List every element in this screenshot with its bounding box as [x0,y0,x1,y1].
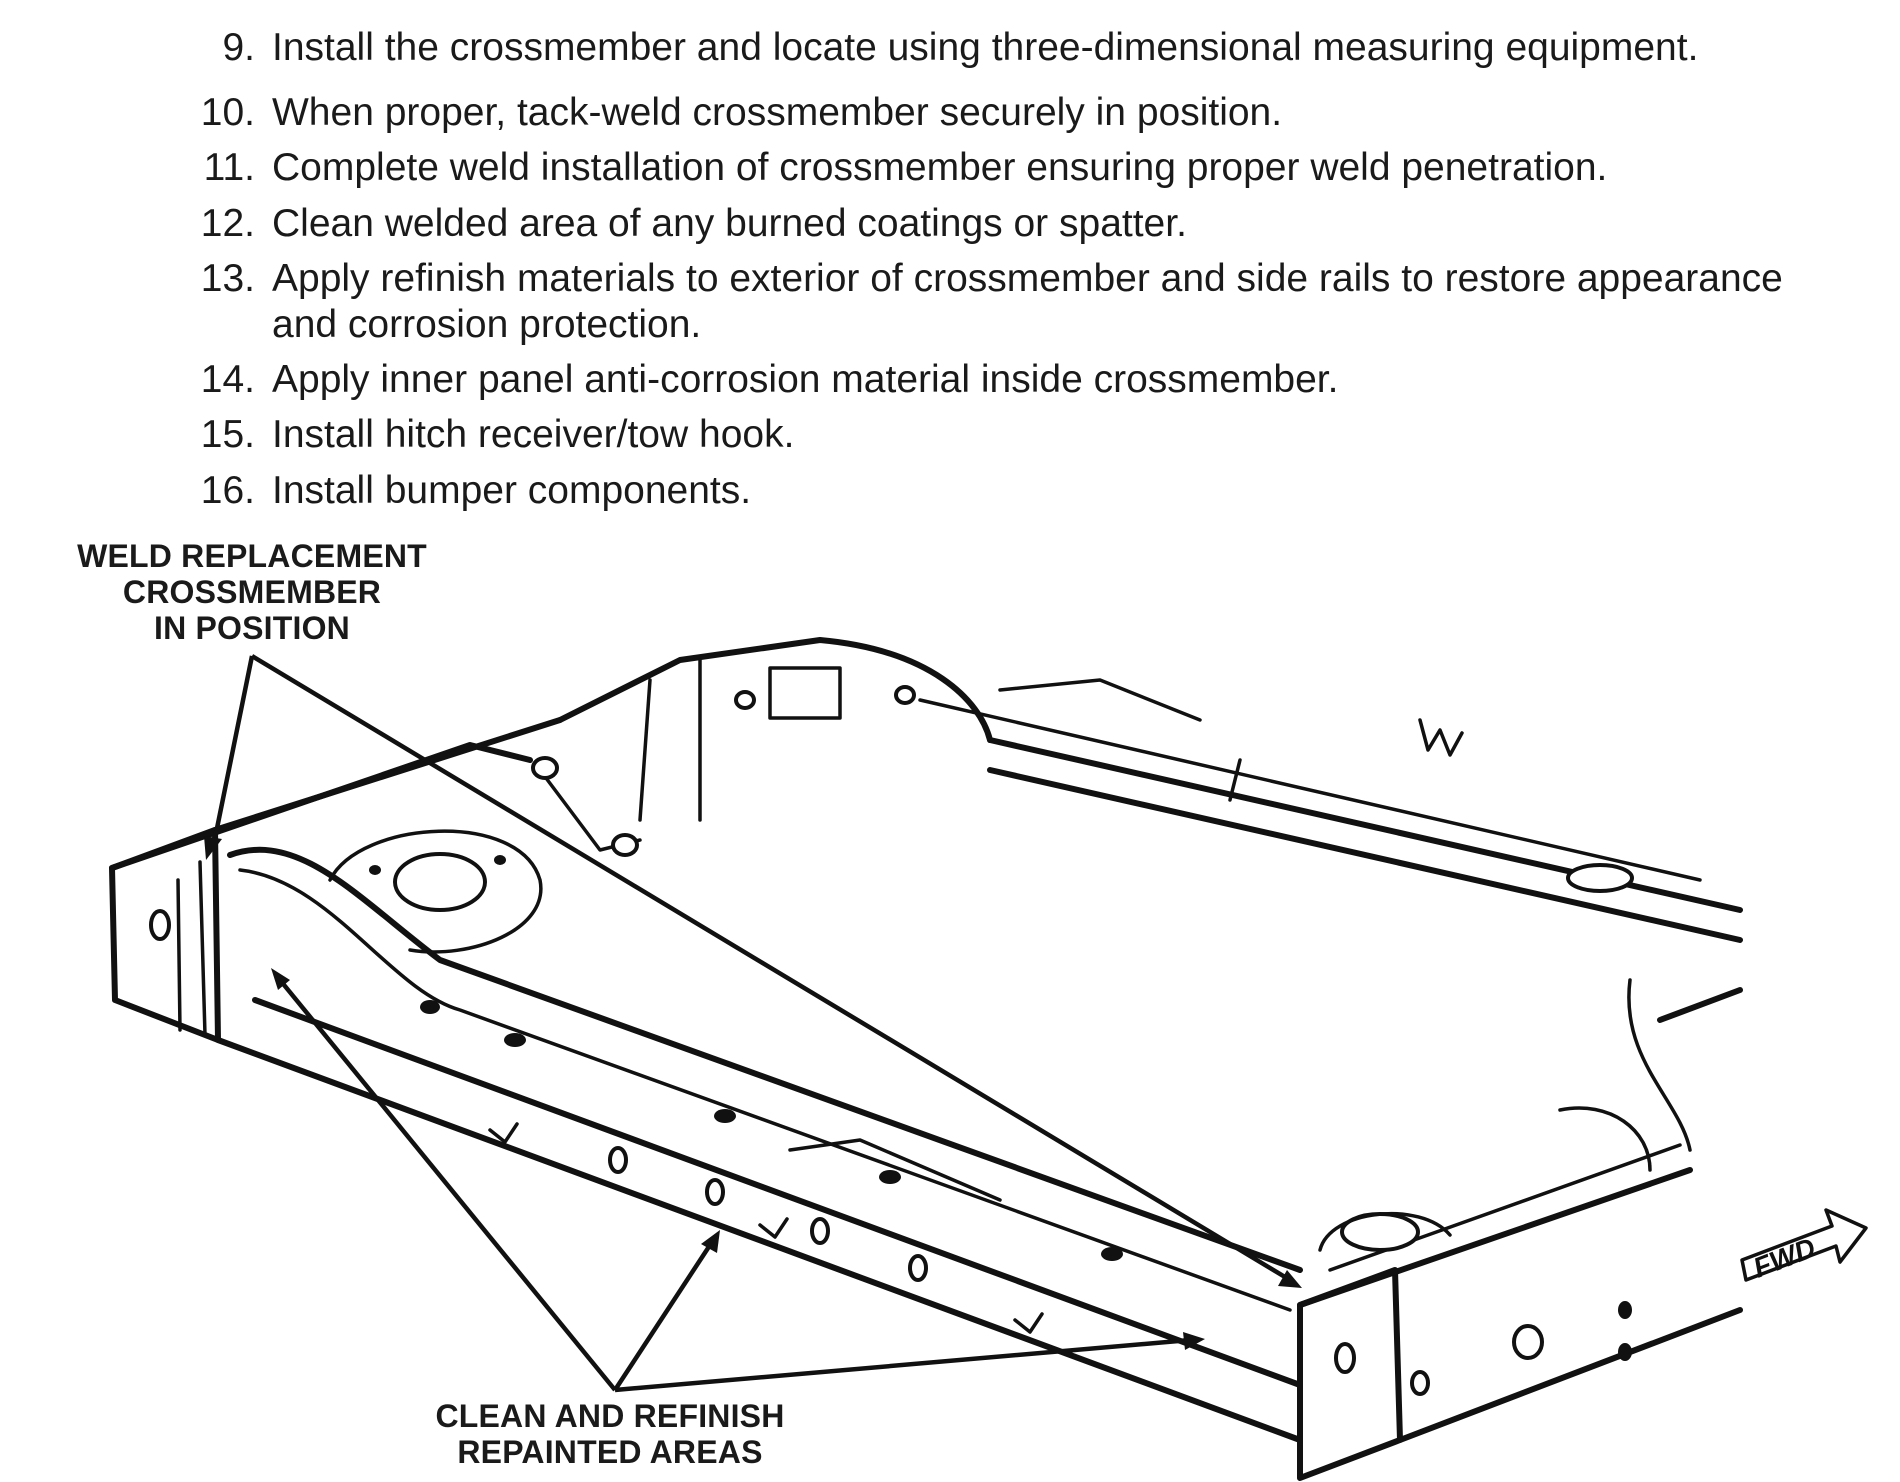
step-text: Apply refinish materials to exterior of … [272,257,1783,300]
step-number: 9. [222,26,255,69]
step-text: Clean welded area of any burned coatings… [272,202,1187,245]
weld-callout-arrows [204,654,1302,1288]
step-number: 11. [203,146,255,189]
fwd-label: FWD [1749,1232,1820,1284]
weld-callout-label: WELD REPLACEMENT CROSSMEMBER IN POSITION [62,538,442,646]
side-rail-left [215,846,1303,1443]
callout-line: REPAINTED AREAS [457,1434,763,1470]
step-number: 14. [200,358,255,401]
callout-line: CLEAN AND REFINISH [435,1398,785,1434]
step-number: 10. [200,91,255,134]
side-rail-right [918,678,1743,1172]
forward-arrow [1740,1208,1868,1282]
rear-spring-mount [328,637,993,954]
step-text-continued: and corrosion protection. [272,303,702,346]
step-number: 12. [200,202,255,245]
step-text: Complete weld installation of crossmembe… [272,146,1608,189]
step-number: 15. [200,413,255,456]
front-crossmember [1297,1143,1743,1481]
step-text: Install the crossmember and locate using… [272,26,1699,69]
step-text: Install bumper components. [272,469,752,512]
callout-line: WELD REPLACEMENT [77,538,427,574]
callout-line: IN POSITION [154,610,350,646]
clean-callout-arrows [271,968,1205,1393]
clean-callout-label: CLEAN AND REFINISH REPAINTED AREAS [420,1398,800,1470]
step-text: Apply inner panel anti-corrosion materia… [272,358,1339,401]
step-text: Install hitch receiver/tow hook. [272,413,795,456]
step-number: 16. [200,469,255,512]
step-number: 13. [200,257,255,300]
step-text: When proper, tack-weld crossmember secur… [272,91,1283,134]
callout-line: CROSSMEMBER [122,574,382,610]
